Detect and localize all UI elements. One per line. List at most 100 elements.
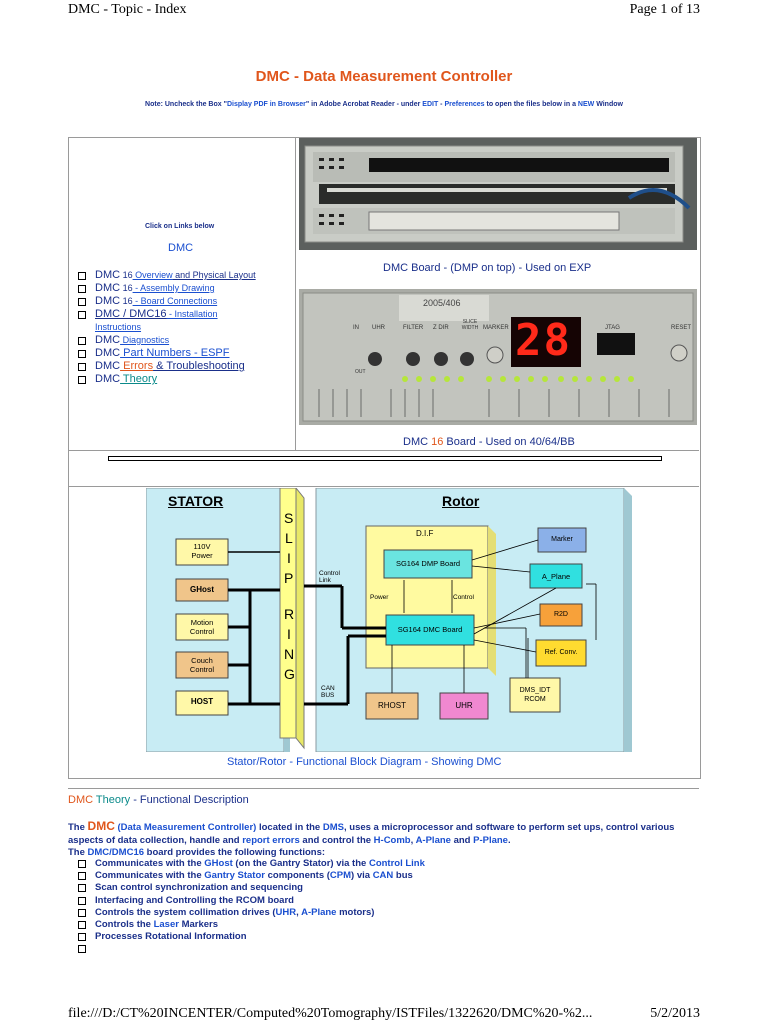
- checkbox-icon: [78, 872, 86, 881]
- link-theory[interactable]: DMC Theory: [78, 373, 298, 386]
- checkbox-icon: [78, 298, 86, 306]
- checkbox-icon: [78, 945, 86, 954]
- checkbox-icon: [78, 337, 86, 345]
- checkbox-icon: [78, 884, 86, 893]
- panel-label-reset: RESET: [671, 325, 692, 331]
- seven-segment-display: 28: [515, 315, 572, 366]
- checkbox-icon: [78, 285, 86, 293]
- link-part-numbers[interactable]: DMC Part Numbers - ESPF: [78, 347, 298, 360]
- a-plane-box: A_Plane: [541, 572, 571, 581]
- page-title: DMC - Data Measurement Controller: [255, 68, 513, 85]
- link-assembly-drawing[interactable]: DMC 16 - Assembly Drawing: [78, 282, 298, 295]
- preferences-text: Preferences: [444, 101, 485, 108]
- checkbox-icon: [78, 908, 86, 917]
- content-table: [68, 137, 701, 779]
- block-diagram-lines: [145, 486, 632, 753]
- list-item: Controls the Laser Markers: [78, 919, 425, 931]
- stator-title: STATOR: [168, 493, 224, 509]
- display-pdf-text: Display PDF in Browser: [226, 101, 306, 108]
- checkbox-icon: [78, 350, 86, 358]
- list-item: Communicates with the Gantry Stator comp…: [78, 870, 425, 882]
- panel-label-out: OUT: [355, 369, 366, 375]
- panel-label-zdir: Z DIR: [433, 325, 449, 331]
- table-row-divider: [68, 450, 699, 451]
- checkbox-icon: [78, 921, 86, 930]
- dmc-heading: DMC: [168, 242, 194, 254]
- panel-label-slice-width: SLICE WIDTH: [461, 319, 479, 331]
- click-links-instruction: Click on Links below: [145, 223, 215, 230]
- uhr-box: UHR: [455, 701, 473, 710]
- r2d-box: R2D: [553, 611, 568, 618]
- theory-heading: DMC Theory - Functional Description: [68, 794, 249, 806]
- dmc-board-illustration: [299, 138, 697, 250]
- control-label: Control: [453, 594, 474, 601]
- slip-s: S: [284, 510, 294, 526]
- marker-box: Marker: [551, 536, 573, 543]
- ring-r: R: [284, 606, 295, 622]
- page-number: Page 1 of 13: [629, 2, 700, 17]
- ring-g: G: [284, 666, 295, 682]
- rhost-box: RHOST: [378, 701, 406, 710]
- dmp-board-box: SG164 DMP Board: [395, 559, 461, 568]
- link-installation[interactable]: DMC / DMC16 - Installation Instructions: [78, 308, 298, 334]
- list-item: Communicates with the GHost (on the Gant…: [78, 858, 425, 870]
- checkbox-icon: [78, 363, 86, 371]
- link-overview[interactable]: DMC 16 Overview and Physical Layout: [78, 269, 298, 282]
- ref-conv-box: Ref. Conv.: [544, 649, 578, 656]
- power-label: Power: [370, 594, 389, 601]
- new-text: NEW: [577, 101, 595, 108]
- link-board-connections[interactable]: DMC 16 - Board Connections: [78, 295, 298, 308]
- checkbox-icon: [78, 933, 86, 942]
- panel-label-marker: MARKER: [483, 325, 509, 331]
- ring-n: N: [284, 646, 295, 662]
- checkbox-icon: [78, 376, 86, 384]
- note-label: Note:: [145, 101, 163, 108]
- ghost-box: GHost: [190, 585, 214, 594]
- table-row-divider-3: [68, 788, 699, 789]
- dmc-board-photo: [299, 138, 697, 250]
- panel-label-jtag: JTAG: [605, 325, 620, 331]
- board-sticker-label: 2005/406: [423, 298, 461, 308]
- ring-i: I: [287, 626, 291, 642]
- checkbox-icon: [78, 311, 86, 319]
- table-column-divider: [295, 137, 296, 450]
- bottom-photo-caption: DMC 16 Board - Used on 40/64/BB: [403, 436, 575, 448]
- functional-description: The DMC (Data Measurement Controller) lo…: [68, 819, 675, 858]
- slip-l: L: [285, 530, 293, 546]
- rotor-title: Rotor: [442, 493, 480, 509]
- diagram-caption: Stator/Rotor - Functional Block Diagram …: [227, 756, 502, 768]
- list-item: Interfacing and Controlling the RCOM boa…: [78, 895, 425, 907]
- link-diagnostics[interactable]: DMC Diagnostics: [78, 334, 298, 347]
- top-photo-caption: DMC Board - (DMP on top) - Used on EXP: [383, 262, 592, 274]
- table-row-divider-2: [68, 486, 699, 487]
- function-list: Communicates with the GHost (on the Gant…: [78, 858, 425, 954]
- slip-p: P: [284, 570, 294, 586]
- horizontal-rule: [108, 456, 662, 461]
- panel-label-uhr: UHR: [372, 325, 385, 331]
- dif-label: D.I.F: [416, 529, 434, 538]
- dmc-board-box: SG164 DMC Board: [397, 625, 463, 634]
- list-item: Controls the system collimation drives (…: [78, 907, 425, 919]
- checkbox-icon: [78, 860, 86, 868]
- note-line: Note: Uncheck the Box "Display PDF in Br…: [145, 101, 623, 108]
- list-item: Scan control synchronization and sequenc…: [78, 882, 425, 894]
- host-box: HOST: [190, 697, 214, 706]
- panel-label-filter: FILTER: [403, 325, 424, 331]
- footer-file-path: file:///D:/CT%20INCENTER/Computed%20Tomo…: [68, 1006, 593, 1021]
- dmc16-board-photo: 2005/406 28 IN UHR FILTER Z DIR SLICE WI…: [299, 289, 697, 425]
- dmc16-panel-illustration: [299, 289, 697, 425]
- footer-date: 5/2/2013: [650, 1006, 700, 1021]
- link-errors-troubleshooting[interactable]: DMC Errors & Troubleshooting: [78, 360, 298, 373]
- edit-text: EDIT: [422, 101, 439, 108]
- page-header-title: DMC - Topic - Index: [68, 2, 187, 17]
- panel-label-in: IN: [353, 325, 359, 331]
- checkbox-icon: [78, 896, 86, 905]
- topic-link-list: DMC 16 Overview and Physical Layout DMC …: [78, 269, 298, 386]
